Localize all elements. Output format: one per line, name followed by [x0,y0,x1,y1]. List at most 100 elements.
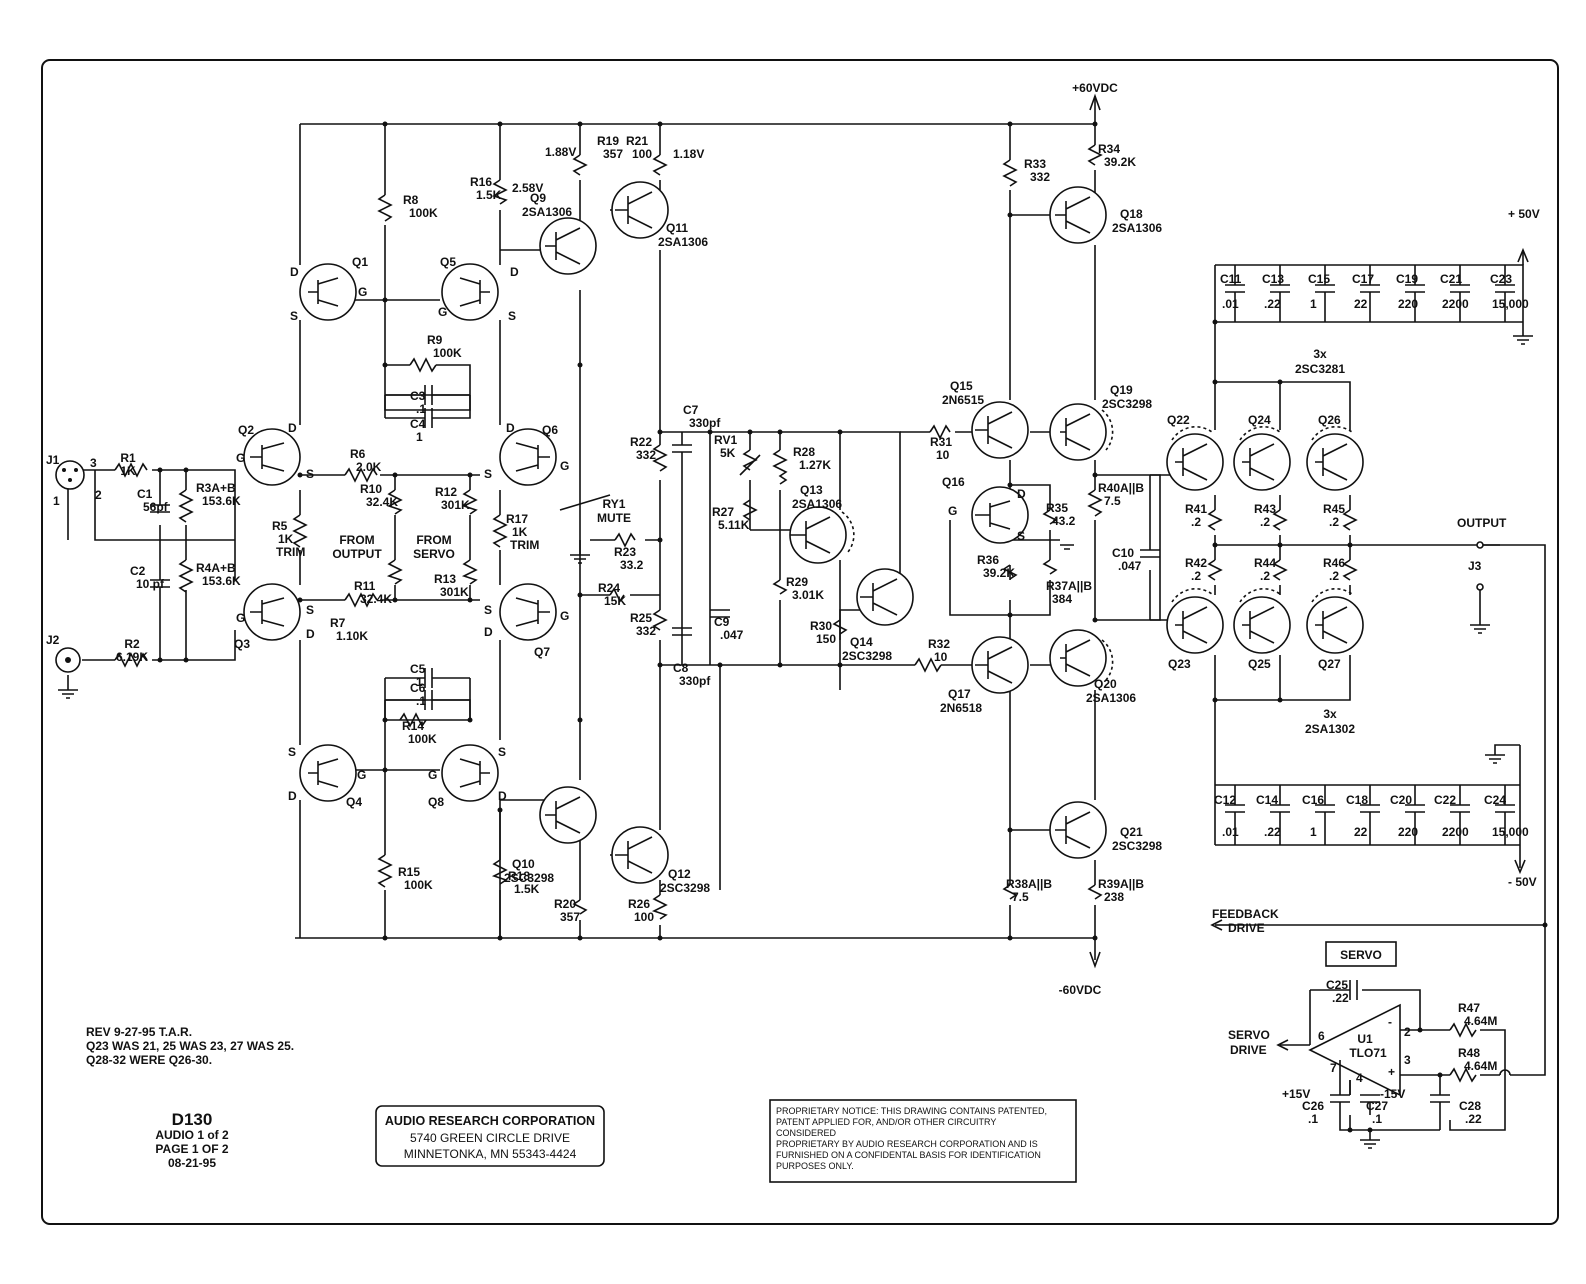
transistor-ref: Q25 [1248,657,1271,671]
component-ref: R36 [977,553,999,567]
component-value: 100 [634,910,654,924]
cap-bank-ref: C11 [1220,272,1242,286]
opamp-pin: 2 [1404,1025,1411,1039]
company-address-1: 5740 GREEN CIRCLE DRIVE [410,1131,570,1145]
proprietary-line: PURPOSES ONLY. [776,1161,854,1171]
transistor-ref: Q8 [428,795,444,809]
component-ref: C25 [1326,978,1348,992]
proprietary-box [769,1099,1077,1183]
group-top-part: 2SC3281 [1295,362,1345,376]
fet-pin-g: G [560,609,569,623]
component-ref: C27 [1366,1099,1388,1113]
component-value: 1K [278,532,294,546]
revision-line-3: Q28-32 WERE Q26-30. [86,1053,212,1067]
fet-pin-g: G [236,451,245,465]
rail-pos50: + 50V [1508,207,1540,221]
component-value: 153.6K [202,494,241,508]
capacitor-symbols [150,265,1515,1115]
opamp-minus: - [1388,1015,1392,1029]
component-ref: C26 [1302,1099,1324,1113]
component-value: 43.2 [1052,514,1076,528]
component-ref: R19 [597,134,619,148]
component-ref: R12 [435,485,457,499]
component-value: 332 [1030,170,1050,184]
component-ref: C2 [130,564,146,578]
transistor-ref: Q17 [948,687,971,701]
transistor-part: 2N6518 [940,701,982,715]
component-value: .047 [720,628,744,642]
label-p15: +15V [1282,1087,1310,1101]
component-value: .2 [1191,569,1201,583]
cap-bank-ref: C13 [1262,272,1284,286]
fet-pin-s: S [306,603,314,617]
component-ref: R8 [403,193,419,207]
label-servo-out-1: SERVO [1228,1028,1270,1042]
cap-bank-ref: C15 [1308,272,1330,286]
cap-bank-ref: C20 [1390,793,1412,807]
component-ref: R2 [124,637,140,651]
component-ref: C7 [683,403,699,417]
label-n15: -15V [1380,1087,1405,1101]
cap-bank-value: 2200 [1442,297,1469,311]
component-value: 332 [636,624,656,638]
fet-pin-g: G [948,504,957,518]
component-ref: C10 [1112,546,1134,560]
component-ref: R41 [1185,502,1207,516]
component-ref: R48 [1458,1046,1480,1060]
opamp-u1 [1308,1003,1401,1097]
drawing-number: D130 [172,1110,213,1129]
fet-pin-d: D [1017,487,1026,501]
title-date: 08-21-95 [168,1156,216,1170]
fet-pin-g: G [236,611,245,625]
component-note: TRIM [276,545,305,559]
component-ref: R10 [360,482,382,496]
component-value: 39.2K [1104,155,1136,169]
fet-pin-d: D [288,789,297,803]
transistor-ref: Q13 [800,483,823,497]
cap-bank-value: .01 [1222,825,1239,839]
component-value: 7.5 [1104,494,1121,508]
component-value: 5K [720,446,736,460]
fet-pin-g: G [357,768,366,782]
rail-neg60: -60VDC [1059,983,1102,997]
cap-bank-value: .22 [1264,297,1281,311]
transistor-ref: Q16 [942,475,965,489]
voltage-258: 2.58V [512,181,543,195]
transistor-ref: Q22 [1167,413,1190,427]
cap-bank-value: .01 [1222,297,1239,311]
cap-bank-value: 22 [1354,825,1368,839]
junction-dots [157,121,1548,1133]
cap-bank-ref: C17 [1352,272,1374,286]
component-value: .2 [1329,515,1339,529]
transistor-part: 2SA1306 [658,235,708,249]
title-line-2: PAGE 1 OF 2 [155,1142,228,1156]
transistor-ref: Q19 [1110,383,1133,397]
component-ref: R31 [930,435,952,449]
component-ref: R5 [272,519,288,533]
cap-bank-ref: C19 [1396,272,1418,286]
component-value: .1 [416,402,426,416]
company-address-2: MINNETONKA, MN 55343-4424 [404,1147,577,1161]
transistor-ref: Q21 [1120,825,1143,839]
component-value: .1 [1372,1112,1382,1126]
transistor-ref: Q18 [1120,207,1143,221]
fet-pin-d: D [498,789,507,803]
label-feedback-1: FEEDBACK [1212,907,1279,921]
fet-pin-s: S [288,745,296,759]
component-value: 3.01K [792,588,824,602]
fet-pin-g: G [428,768,437,782]
wiring [58,93,1546,1149]
transistor-part: 2SA1306 [792,497,842,511]
fet-pin-g: G [438,305,447,319]
opamp-pin: 3 [1404,1053,1411,1067]
revision-line-2: Q23 WAS 21, 25 WAS 23, 27 WAS 25. [86,1039,294,1053]
group-bot-part: 2SA1302 [1305,722,1355,736]
group-bot-count: 3x [1323,707,1337,721]
component-value: 330pf [689,416,721,430]
component-ref: R22 [630,435,652,449]
component-value: 1.27K [799,458,831,472]
component-value: .1 [416,694,426,708]
component-value: .2 [1329,569,1339,583]
component-ref: R7 [330,616,346,630]
component-value: .2 [1260,515,1270,529]
